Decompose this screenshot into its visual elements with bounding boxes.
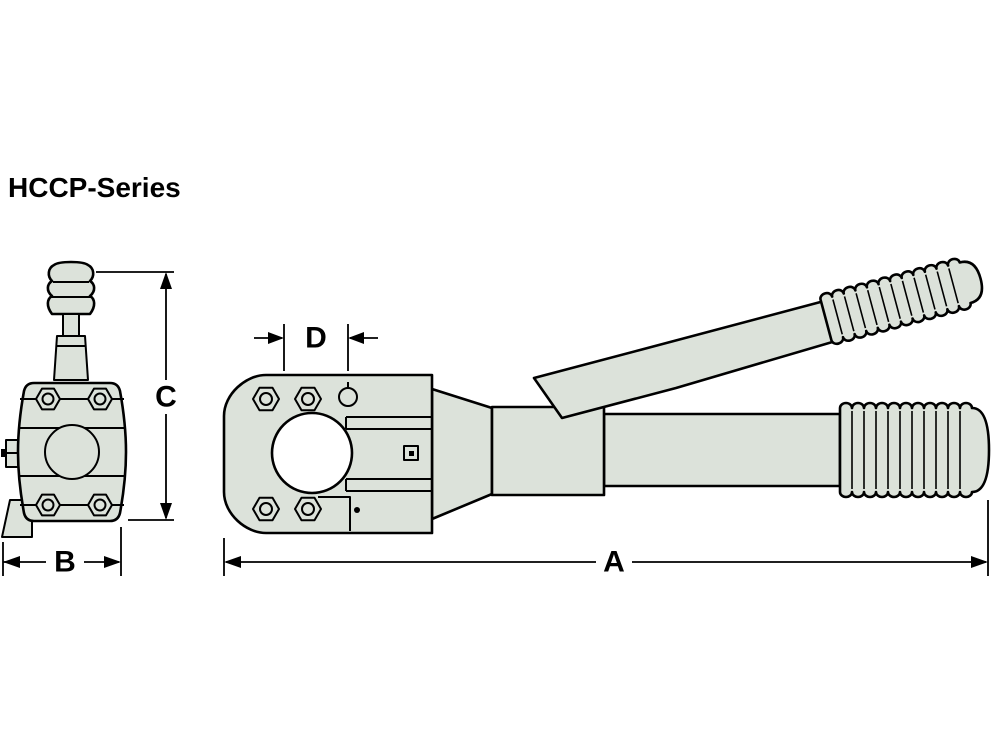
dim-c-arrow-top [160,272,172,289]
blade-slot [345,416,432,492]
bolt-icon [87,493,113,517]
upper-grip [819,257,984,346]
bolt-icon [294,386,322,412]
bolt-hole [259,392,273,406]
lever-collar [53,335,89,381]
bolt-hole [41,498,55,512]
dimension-d: D [254,322,378,371]
dimension-a: A [223,500,989,579]
pump-knob [46,260,96,316]
grip-ribs [832,268,959,335]
dim-a-arrow-right [971,556,988,568]
dimension-label-c: C [155,381,177,414]
dim-b-arrow-right [104,556,121,568]
bolt-icon [252,386,280,412]
side-stud [1,449,8,457]
side-view [222,257,991,535]
dim-a-arrow-left [224,556,241,568]
dimension-b: B [2,527,122,579]
lower-grip [838,401,991,499]
bolt-hole [93,498,107,512]
bolt-icon [35,387,61,411]
bolt-hole [301,392,315,406]
dimension-label-d: D [305,322,327,355]
cutting-head [222,373,434,535]
dim-a-extension-lines [223,500,989,576]
latch-pin [409,451,414,456]
bolt-icon [252,496,280,522]
dim-c-extension-lines [96,271,174,521]
grip-ribs [851,411,961,489]
pump-cylinder [490,405,606,497]
dim-d-arrow-left [268,332,284,344]
head-step [318,496,351,531]
end-view [1,260,128,538]
end-view-bolts [35,387,113,517]
dim-d-arrow-right [348,332,364,344]
lower-handle-tube [602,412,842,488]
dim-c-arrow-bottom [160,503,172,520]
retaining-pin [338,387,358,407]
bolt-icon [294,496,322,522]
bolt-hole [93,392,107,406]
bolt-hole [301,502,315,516]
dim-d-extension-lines [283,324,349,371]
dimension-label-a: A [603,546,625,579]
bolt-hole [41,392,55,406]
bolt-icon [35,493,61,517]
step-pin [354,507,360,513]
bolt-hole [259,502,273,516]
lever-stem [62,313,80,337]
dim-b-arrow-left [3,556,20,568]
cutting-aperture [270,411,354,495]
bolt-icon [87,387,113,411]
blade-end [44,424,100,480]
dimension-c: C [96,271,177,521]
dimension-label-b: B [54,546,76,579]
dim-b-extension-lines [2,527,122,576]
upper-handle-shaft [532,298,848,420]
neck [430,387,494,521]
series-title: HCCP-Series [8,172,181,203]
